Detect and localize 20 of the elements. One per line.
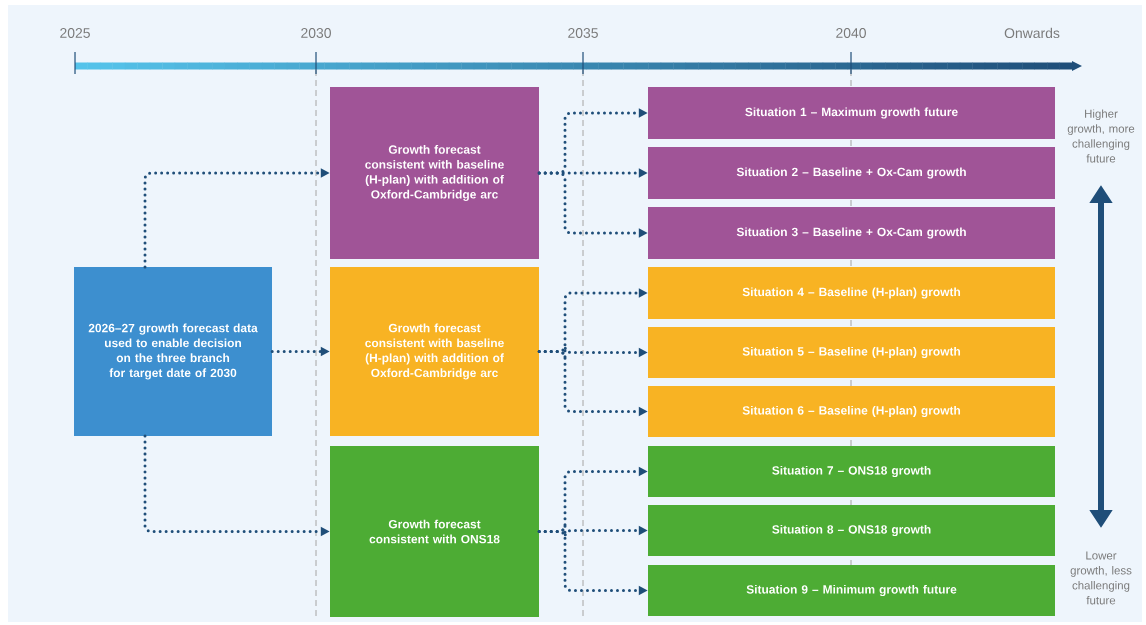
- side-note: Higher growth, more challenging future: [1067, 109, 1135, 163]
- side-note: Lower growth, less challenging future: [1070, 551, 1132, 605]
- year-label: 2025: [60, 28, 90, 38]
- year-label: 2035: [568, 28, 598, 38]
- situation-box: Situation 5 – Baseline (H-plan) growth: [648, 327, 1055, 378]
- process-box: Growth forecast consistent with ONS18: [330, 446, 539, 617]
- situation-box: Situation 2 – Baseline + Ox-Cam growth: [648, 147, 1055, 199]
- situation-box: Situation 8 – ONS18 growth: [648, 505, 1055, 556]
- situation-box: Situation 9 – Minimum growth future: [648, 565, 1055, 616]
- situation-box: Situation 4 – Baseline (H-plan) growth: [648, 267, 1055, 319]
- situation-box: Situation 6 – Baseline (H-plan) growth: [648, 386, 1055, 437]
- process-box: Growth forecast consistent with baseline (H-plan) with addition of Oxford-Cambridge arc: [330, 87, 539, 259]
- year-label: 2030: [301, 28, 331, 38]
- situation-box: Situation 7 – ONS18 growth: [648, 446, 1055, 497]
- situation-box: Situation 3 – Baseline + Ox-Cam growth: [648, 207, 1055, 259]
- process-box: Growth forecast consistent with baseline (H-plan) with addition of Oxford-Cambridge arc: [330, 267, 539, 436]
- year-label: Onwards: [1004, 27, 1060, 39]
- year-label: 2040: [836, 28, 866, 38]
- process-box: 2026–27 growth forecast data used to enable decision on the three branch for target date of 2030: [74, 267, 272, 436]
- situation-box: Situation 1 – Maximum growth future: [648, 87, 1055, 139]
